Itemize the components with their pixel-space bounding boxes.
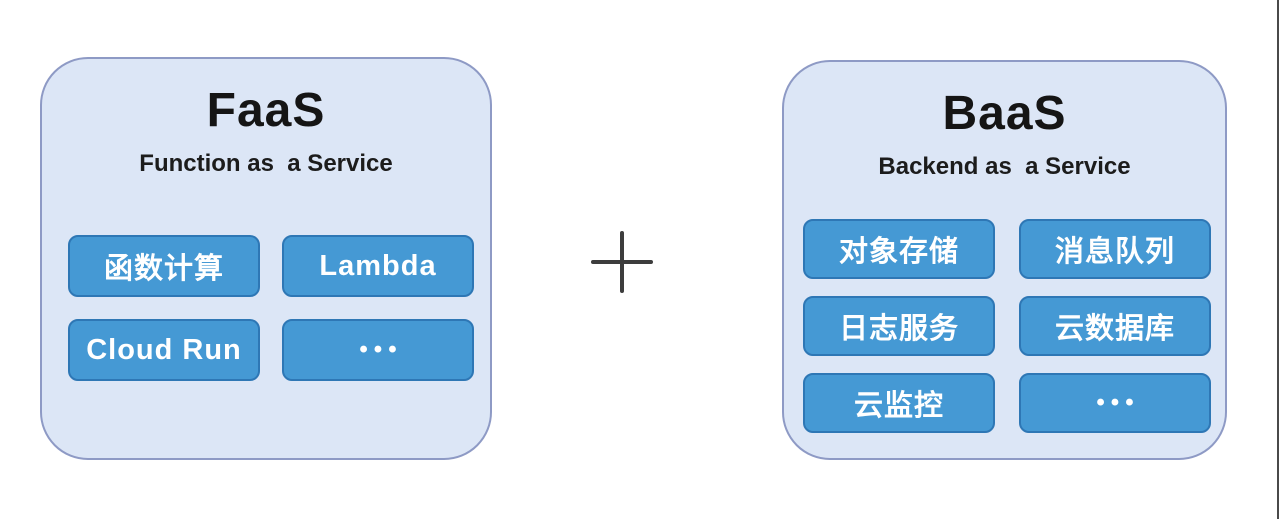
baas-title: BaaS — [942, 87, 1067, 140]
faas-chip-lambda: Lambda — [282, 235, 474, 297]
baas-subtitle: Backend as a Service — [878, 152, 1131, 180]
faas-panel: FaaS Function as a Service 函数计算 Lambda C… — [40, 57, 492, 460]
baas-chip-object-storage: 对象存储 — [803, 219, 995, 279]
faas-chip-grid: 函数计算 Lambda Cloud Run ••• — [68, 235, 474, 381]
baas-panel: BaaS Backend as a Service 对象存储 消息队列 日志服务… — [782, 60, 1227, 460]
baas-chip-cloud-database: 云数据库 — [1019, 296, 1211, 356]
baas-chip-cloud-monitor: 云监控 — [803, 373, 995, 433]
plus-icon — [591, 231, 653, 293]
faas-chip-function-compute: 函数计算 — [68, 235, 260, 297]
baas-chip-message-queue: 消息队列 — [1019, 219, 1211, 279]
faas-chip-cloud-run: Cloud Run — [68, 319, 260, 381]
right-edge-line — [1277, 0, 1279, 519]
baas-chip-more: ••• — [1019, 373, 1211, 433]
faas-title: FaaS — [206, 84, 326, 137]
faas-subtitle: Function as a Service — [139, 149, 393, 177]
baas-chip-log-service: 日志服务 — [803, 296, 995, 356]
baas-chip-grid: 对象存储 消息队列 日志服务 云数据库 云监控 ••• — [803, 219, 1211, 433]
faas-chip-more: ••• — [282, 319, 474, 381]
plus-vertical-bar — [620, 231, 624, 293]
